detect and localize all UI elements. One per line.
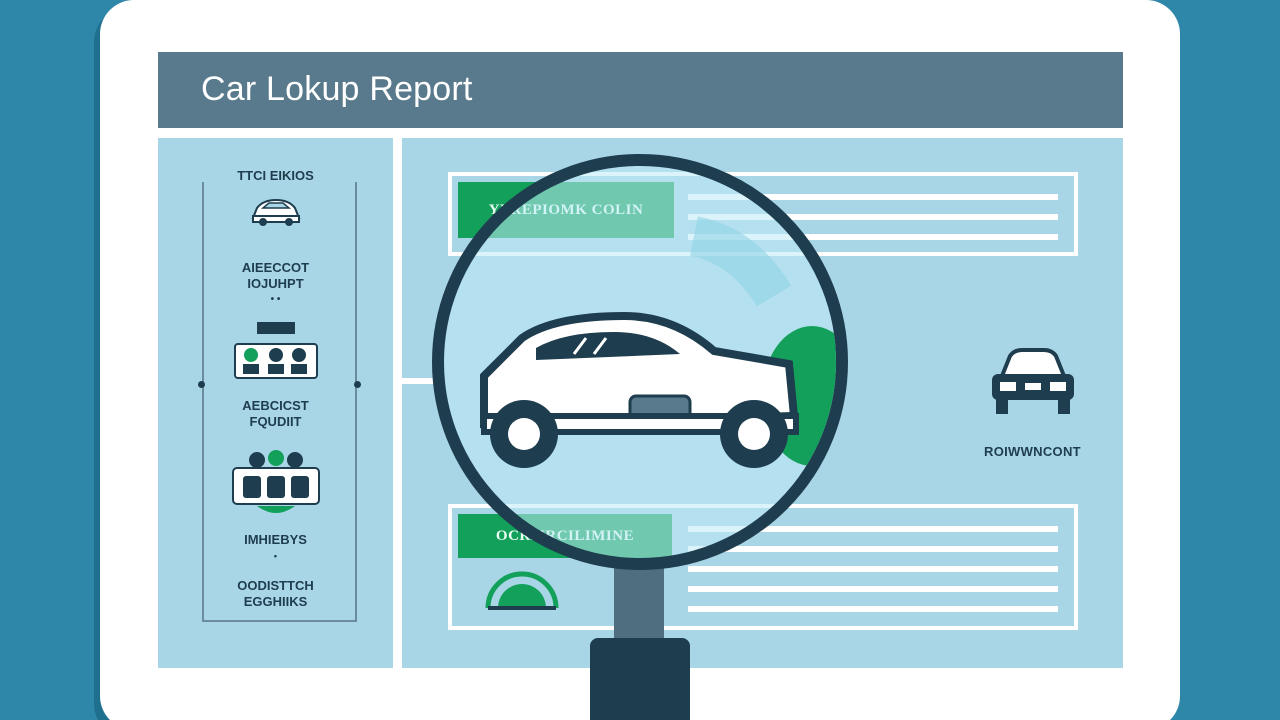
sidebar-item-line: IMHIEBYS <box>244 532 307 547</box>
sidebar-item-line: EGGHIIKS <box>243 594 308 609</box>
magnifier-handle[interactable] <box>590 638 690 720</box>
sidebar-frame <box>202 182 357 622</box>
car-side-icon <box>480 216 836 468</box>
car-label: ROIWWNCONT <box>984 444 1081 459</box>
sidebar-item-line: AIEECCOT <box>241 260 310 275</box>
text-lines <box>688 526 1058 626</box>
sidebar-item[interactable]: IMHIEBYS • <box>158 532 393 564</box>
seat-icon <box>231 450 320 513</box>
divider <box>402 378 436 384</box>
page-title: Car Lokup Report <box>201 70 473 108</box>
sidebar: TTCI EIKIOS AIEECCOT IOJUHPT • • AEBCICS… <box>158 138 393 668</box>
sidebar-heading: TTCI EIKIOS <box>237 168 314 183</box>
magnifier-icon[interactable] <box>432 154 848 570</box>
title-bar: Car Lokup Report <box>158 52 1123 128</box>
sidebar-dot-right <box>354 381 361 388</box>
sidebar-item[interactable]: AEBCICST FQUDIIT <box>158 398 393 430</box>
seat-icon <box>233 322 318 379</box>
sidebar-dot-left <box>198 381 205 388</box>
car-small-icon <box>251 198 300 226</box>
gauge-icon <box>485 571 559 610</box>
text-lines <box>688 194 1058 254</box>
sidebar-item-line: • • <box>270 294 281 305</box>
car-front-icon <box>992 348 1074 414</box>
sidebar-item[interactable]: AIEECCOT IOJUHPT • • <box>158 260 393 308</box>
sidebar-item-line: • <box>273 551 278 561</box>
sidebar-item-line: OODISTTCH <box>237 578 314 593</box>
sidebar-item-line: AEBCICST <box>242 398 309 413</box>
sidebar-item[interactable]: OODISTTCH EGGHIIKS <box>158 578 393 610</box>
sidebar-item-line: IOJUHPT <box>247 276 304 291</box>
magnifier-neck <box>614 564 664 644</box>
sidebar-item-line: FQUDIIT <box>249 414 302 429</box>
